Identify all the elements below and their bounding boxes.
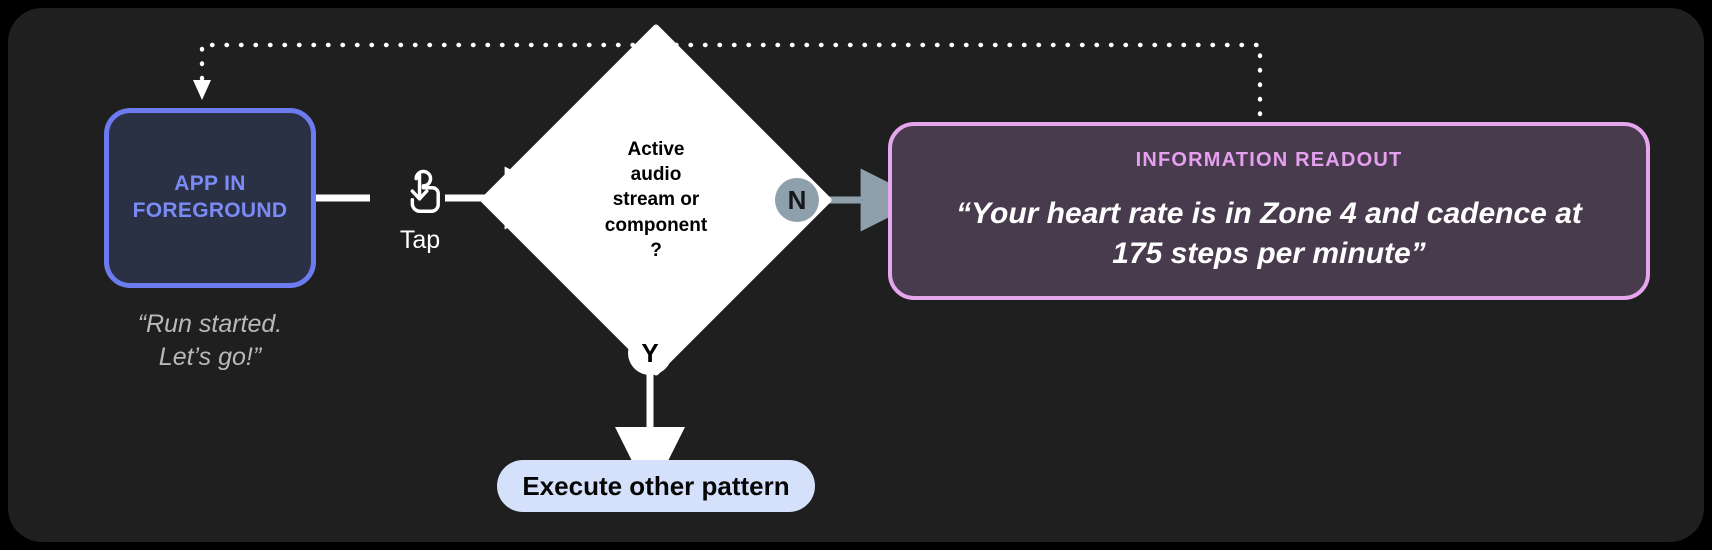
app-in-foreground-label: APP IN FOREGROUND xyxy=(132,172,288,222)
node-app-in-foreground[interactable]: APP IN FOREGROUND xyxy=(104,108,316,288)
information-readout-title: INFORMATION READOUT xyxy=(1135,148,1403,171)
gesture-tap-group: Tap xyxy=(378,168,462,278)
diagram-canvas: APP IN FOREGROUND “Run started. Let’s go… xyxy=(8,8,1704,542)
branch-badge-yes: Y xyxy=(628,331,672,375)
node-decision-diamond[interactable]: Active audio stream or component ? xyxy=(479,23,833,377)
information-readout-quote: “Your heart rate is in Zone 4 and cadenc… xyxy=(956,196,1582,270)
branch-badge-no: N xyxy=(775,178,819,222)
node-execute-other-pattern[interactable]: Execute other pattern xyxy=(497,460,815,512)
decision-diamond-label: Active audio stream or component ? xyxy=(604,139,708,261)
app-foreground-caption: “Run started. Let’s go!” xyxy=(137,310,283,371)
tap-gesture-icon xyxy=(410,169,440,213)
node-information-readout[interactable]: INFORMATION READOUT “Your heart rate is … xyxy=(888,122,1650,300)
execute-other-pattern-label: Execute other pattern xyxy=(522,470,790,501)
tap-gesture-label: Tap xyxy=(399,226,441,254)
